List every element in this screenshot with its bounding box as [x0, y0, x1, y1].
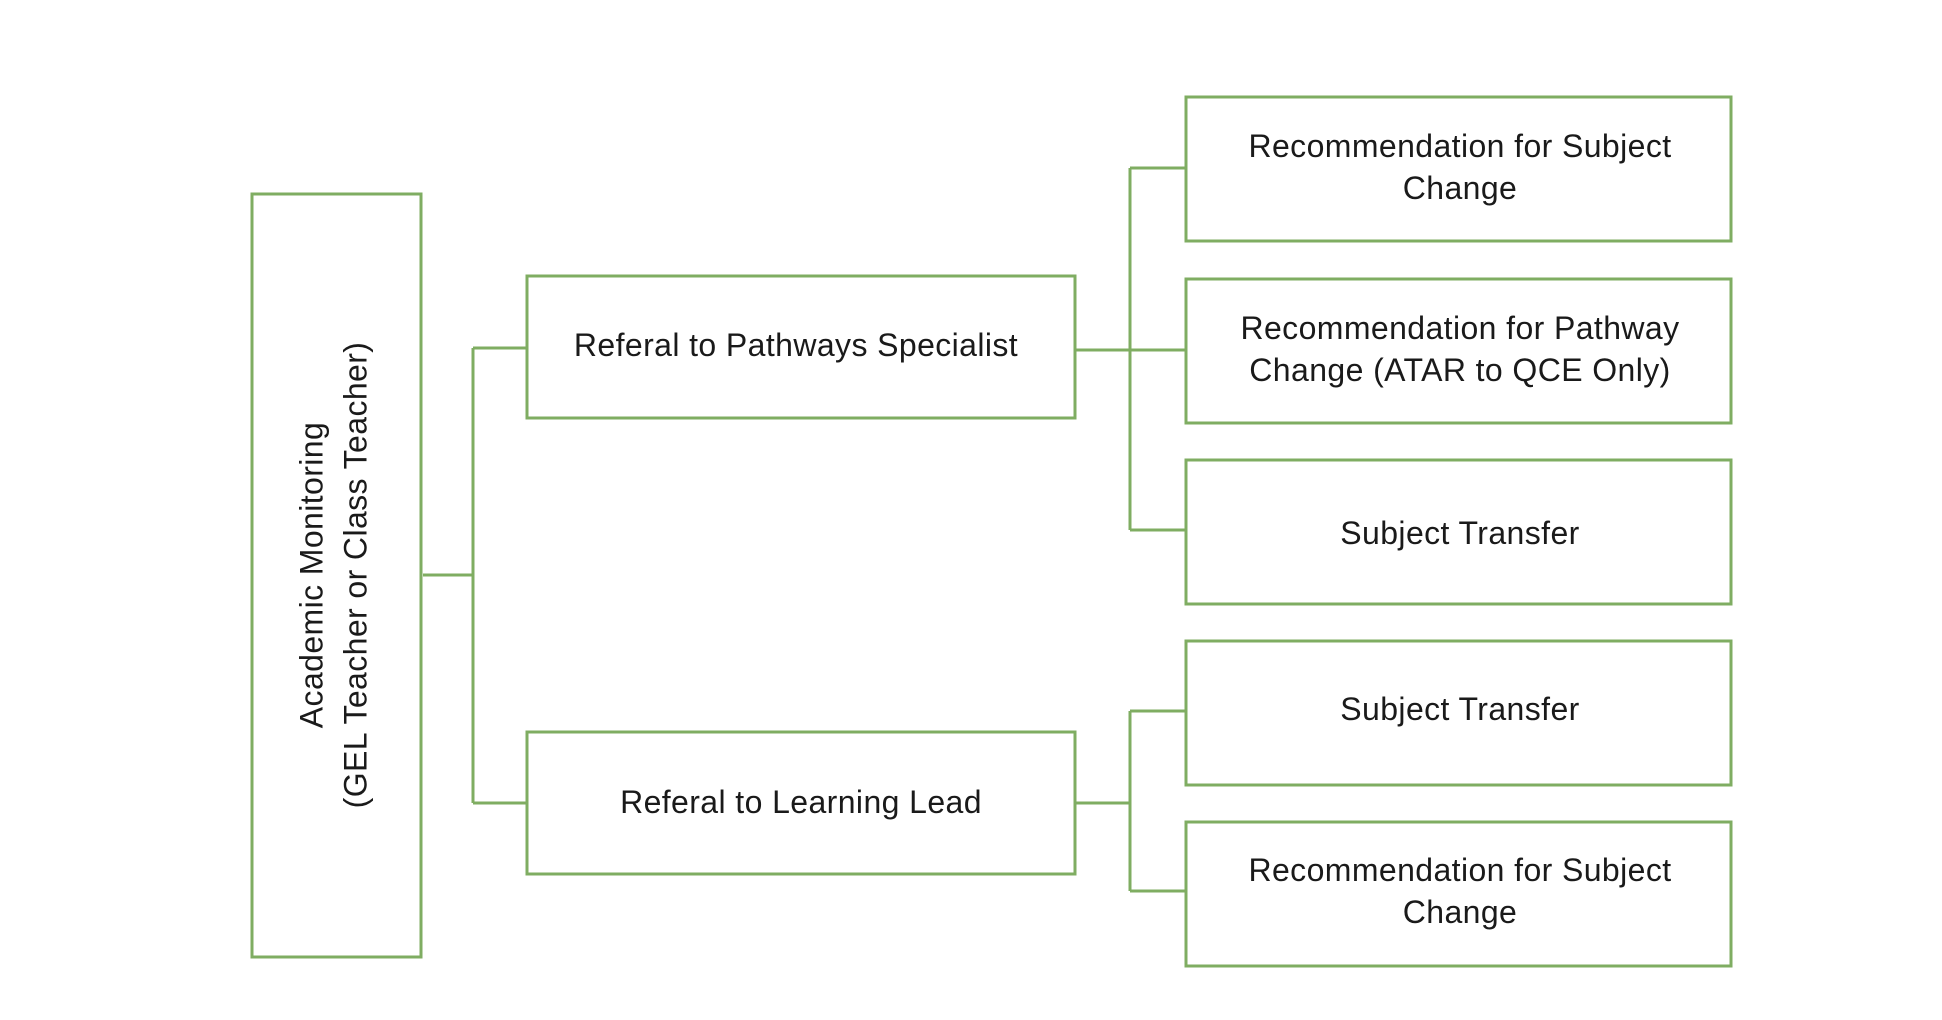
pathways-child-3-node: Subject Transfer — [1184, 458, 1733, 606]
pathways-specialist-node: Referal to Pathways Specialist — [525, 274, 1077, 420]
root-node: Academic Monitoring (GEL Teacher or Clas… — [250, 192, 423, 959]
learning-lead-node: Referal to Learning Lead — [525, 730, 1077, 876]
learning-lead-label: Referal to Learning Lead — [620, 784, 982, 820]
pathways-child-1-line-1: Recommendation for Subject — [1248, 128, 1671, 164]
pathways-child-2-line-2: Change (ATAR to QCE Only) — [1249, 352, 1670, 388]
pathways-child-3-label: Subject Transfer — [1340, 515, 1579, 551]
root-node-line-1: Academic Monitoring — [294, 422, 330, 728]
connectors — [423, 166, 1186, 893]
pathways-child-2-node: Recommendation for Pathway Change (ATAR … — [1184, 277, 1733, 425]
learning-child-2-line-2: Change — [1403, 894, 1518, 930]
learning-child-1-node: Subject Transfer — [1184, 639, 1733, 787]
pathways-child-1-node: Recommendation for Subject Change — [1184, 95, 1733, 243]
learning-child-1-label: Subject Transfer — [1340, 691, 1579, 727]
learning-child-2-line-1: Recommendation for Subject — [1248, 852, 1671, 888]
pathways-child-1-line-2: Change — [1403, 170, 1518, 206]
pathways-child-2-line-1: Recommendation for Pathway — [1240, 310, 1679, 346]
learning-child-2-node: Recommendation for Subject Change — [1184, 820, 1733, 968]
pathways-specialist-label: Referal to Pathways Specialist — [574, 327, 1018, 363]
root-node-line-2: (GEL Teacher or Class Teacher) — [338, 342, 374, 809]
